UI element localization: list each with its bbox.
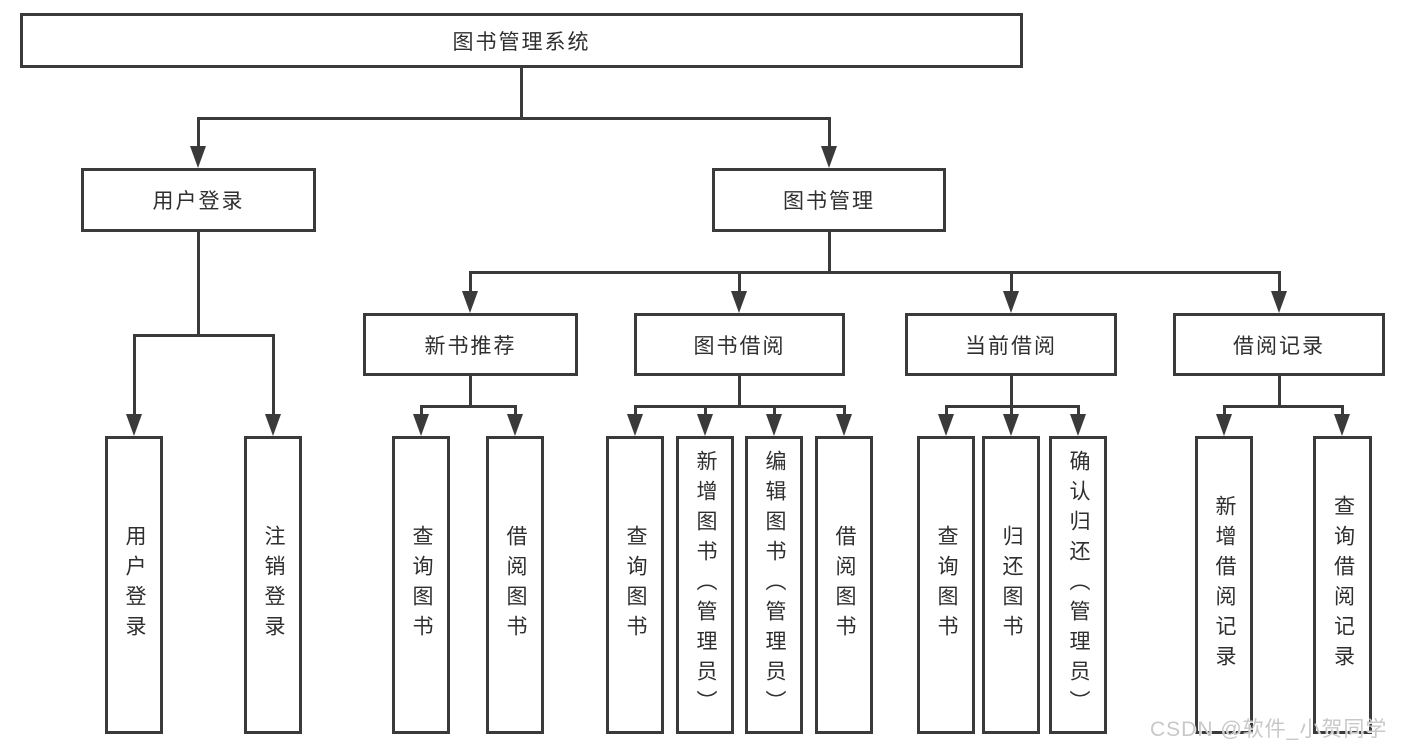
arrow-down-icon bbox=[938, 414, 954, 436]
arrow-down-icon bbox=[1271, 291, 1287, 313]
connector-line bbox=[1009, 376, 1013, 408]
arrow-down-icon bbox=[507, 414, 523, 436]
arrow-down-icon bbox=[413, 414, 429, 436]
arrow-down-icon bbox=[836, 414, 852, 436]
leaf-query-borrow-record: 查询借阅记录 bbox=[1313, 436, 1372, 734]
watermark: CSDN @软件_小贺同学 bbox=[1150, 718, 1388, 741]
arrow-down-icon bbox=[190, 146, 206, 168]
leaf-add-borrow-record: 新增借阅记录 bbox=[1195, 436, 1253, 734]
arrow-down-icon bbox=[126, 414, 142, 436]
connector-line bbox=[468, 376, 472, 408]
arrow-down-icon bbox=[1216, 414, 1232, 436]
connector-line bbox=[944, 406, 948, 414]
connector-line bbox=[633, 406, 637, 414]
connector-line bbox=[419, 406, 423, 414]
arrow-down-icon bbox=[1334, 414, 1350, 436]
connector-line bbox=[633, 404, 846, 408]
connector-line bbox=[772, 406, 776, 414]
leaf-query-books-current: 查询图书 bbox=[917, 436, 975, 734]
leaf-query-books-recommend: 查询图书 bbox=[392, 436, 450, 734]
arrow-down-icon bbox=[1003, 414, 1019, 436]
leaf-query-books-borrowing: 查询图书 bbox=[606, 436, 664, 734]
node-book-management: 图书管理 bbox=[712, 168, 946, 232]
node-new-book-recommendation: 新书推荐 bbox=[363, 313, 578, 376]
node-book-management-system: 图书管理系统 bbox=[20, 13, 1023, 68]
node-book-borrowing: 图书借阅 bbox=[634, 313, 845, 376]
arrow-down-icon bbox=[1003, 291, 1019, 313]
connector-line bbox=[827, 118, 831, 147]
connector-line bbox=[271, 335, 275, 414]
node-user-login: 用户登录 bbox=[81, 168, 316, 232]
connector-line bbox=[842, 406, 846, 414]
leaf-return-books: 归还图书 bbox=[982, 436, 1040, 734]
connector-line bbox=[1340, 406, 1344, 414]
arrow-down-icon bbox=[731, 291, 747, 313]
connector-line bbox=[1277, 272, 1281, 291]
arrow-down-icon bbox=[265, 414, 281, 436]
connector-line bbox=[196, 118, 200, 147]
connector-line bbox=[1076, 406, 1080, 414]
leaf-logout: 注销登录 bbox=[244, 436, 302, 734]
leaf-borrow-books-recommend: 借阅图书 bbox=[486, 436, 544, 734]
arrow-down-icon bbox=[766, 414, 782, 436]
arrow-down-icon bbox=[1070, 414, 1086, 436]
connector-line bbox=[196, 116, 831, 120]
connector-line bbox=[196, 232, 200, 337]
arrow-down-icon bbox=[627, 414, 643, 436]
connector-line bbox=[1009, 406, 1013, 414]
leaf-edit-book-admin: 编辑图书（管理员） bbox=[745, 436, 803, 734]
connector-line bbox=[132, 333, 275, 337]
arrow-down-icon bbox=[462, 291, 478, 313]
connector-line bbox=[1009, 272, 1013, 291]
node-borrowing-records: 借阅记录 bbox=[1173, 313, 1385, 376]
connector-line bbox=[737, 272, 741, 291]
arrow-down-icon bbox=[821, 146, 837, 168]
connector-line bbox=[419, 404, 517, 408]
leaf-user-login: 用户登录 bbox=[105, 436, 163, 734]
connector-line bbox=[132, 335, 136, 414]
arrow-down-icon bbox=[697, 414, 713, 436]
connector-line bbox=[468, 270, 1281, 274]
connector-line bbox=[513, 406, 517, 414]
connector-line bbox=[737, 376, 741, 408]
connector-line bbox=[1222, 404, 1344, 408]
connector-line bbox=[468, 272, 472, 291]
leaf-confirm-return-admin: 确认归还（管理员） bbox=[1049, 436, 1107, 734]
connector-line bbox=[1277, 376, 1281, 408]
node-current-borrowing: 当前借阅 bbox=[905, 313, 1117, 376]
leaf-borrow-books-borrowing: 借阅图书 bbox=[815, 436, 873, 734]
leaf-add-book-admin: 新增图书（管理员） bbox=[676, 436, 734, 734]
connector-line bbox=[1222, 406, 1226, 414]
connector-line bbox=[703, 406, 707, 414]
connector-line bbox=[519, 68, 523, 120]
connector-line bbox=[827, 232, 831, 274]
